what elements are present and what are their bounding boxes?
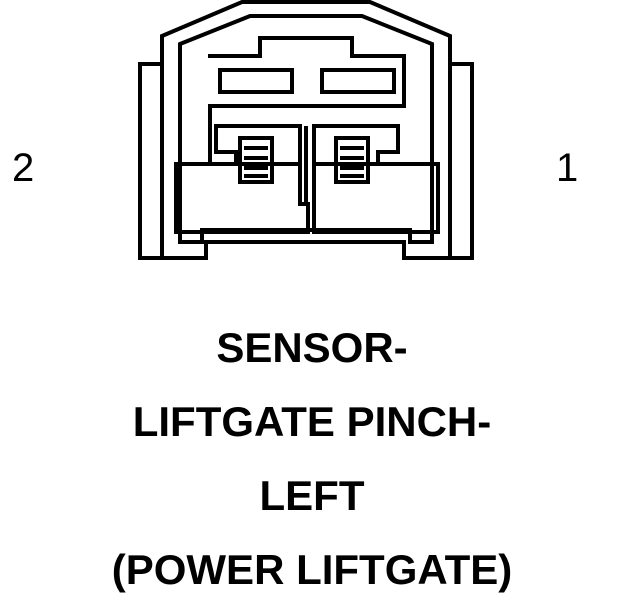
- pin-1-number: 1: [556, 146, 579, 190]
- pin-1-terminal-box: [312, 162, 440, 234]
- pin-2-contact-grip: [238, 136, 274, 184]
- caption-line-power-liftgate: (POWER LIFTGATE): [111, 546, 513, 593]
- connector-housing-outline: [160, 0, 452, 260]
- left-side-rail: [138, 62, 160, 260]
- caption-line-sensor: SENSOR-: [216, 324, 408, 371]
- pin-2-number: 2: [12, 146, 35, 190]
- pin-1-contact-grip: [334, 136, 370, 184]
- left-latch-slot: [218, 68, 294, 94]
- caption-line-liftgate-pinch: LIFTGATE PINCH-: [132, 398, 492, 445]
- caption-line-left: LEFT: [259, 472, 365, 519]
- inner-stepped-wall: [176, 36, 406, 166]
- connector-cavity-outline: [178, 14, 434, 244]
- right-side-rail: [452, 62, 474, 260]
- right-latch-slot: [320, 68, 396, 94]
